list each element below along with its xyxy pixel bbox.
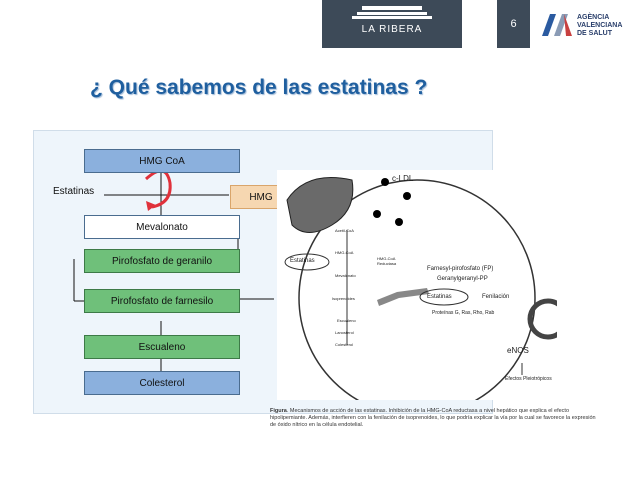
pathway-box-colesterol: Colesterol: [84, 371, 240, 395]
farnesyl-label: Farnesyl-pirofosfato (FP): [427, 266, 494, 272]
building-icon: [352, 6, 432, 19]
acetil-label: Acetil-CoA: [335, 228, 354, 233]
statins-label: Estatinas: [53, 186, 95, 197]
geranyl-label: Geranylgeranyl-PP: [437, 276, 488, 282]
agency-logo-icon: [542, 14, 572, 36]
escualeno-label: Escualeno: [337, 318, 356, 323]
page-number: 6: [497, 0, 530, 48]
pathway-box-escualeno: Escualeno: [84, 335, 240, 359]
pathway-box-mevalonato: Mevalonato: [84, 215, 240, 239]
pleiotropic-label: Efectos Pleiotrópicos: [505, 376, 552, 382]
pathway-box-geranilo: Pirofosfato de geranilo: [84, 249, 240, 273]
logo-text: LA RIBERA: [361, 24, 423, 35]
colesterol-label: Colesterol: [335, 342, 354, 347]
caption-bold: Figura: [270, 408, 287, 414]
lanosterol-label: Lanosterol: [335, 330, 354, 335]
enos-label: eNOS: [507, 346, 529, 355]
pathway-box-hmg-coa: HMG CoA: [84, 149, 240, 173]
isoprenoides-label: Isoprenoides: [332, 296, 355, 301]
pathway-box-farnesilo: Pirofosfato de farnesilo: [84, 289, 240, 313]
cell-diagram-shapes: [277, 170, 569, 417]
figure-caption: Figura. Mecanismos de acción de las esta…: [270, 408, 600, 429]
proteinas-label: Proteínas G, Ras, Rho, Rab: [432, 310, 495, 316]
fenilacion-label: Fenilación: [482, 294, 510, 300]
ldl-label: c-LDL: [392, 174, 414, 183]
mevalonato-label: Mevalonato: [335, 273, 356, 278]
hmg-label: HMG-CoA: [335, 250, 354, 255]
slide-title: ¿ Qué sabemos de las estatinas ?: [90, 76, 428, 99]
statins-oval-2-label: Estatinas: [427, 294, 452, 300]
la-ribera-logo: [322, 0, 462, 48]
cell-diagram: c-LDL Acetil-CoA HMG-CoA HMG-CoA Reducta…: [277, 170, 569, 417]
reductasa-label: HMG-CoA Reductasa: [377, 256, 397, 266]
agency-name: AGÈNCIA VALENCIANA DE SALUT: [577, 14, 623, 37]
statins-oval-label: Estatinas: [290, 258, 315, 264]
caption-text: . Mecanismos de acción de las estatinas.…: [270, 408, 596, 428]
